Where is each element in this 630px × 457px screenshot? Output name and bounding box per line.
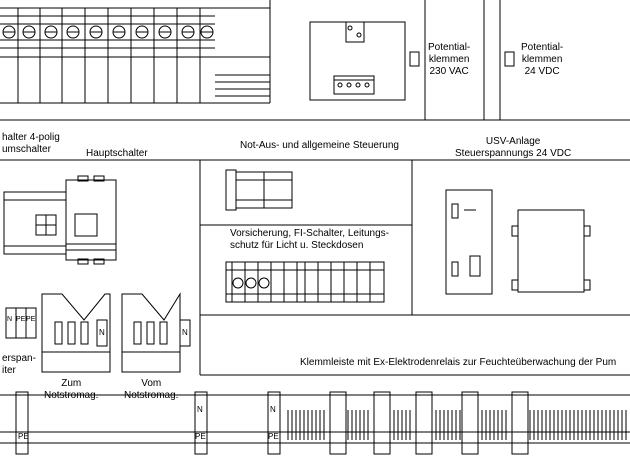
- npe-label-3: PE: [26, 316, 36, 323]
- mcb-terminals: [2, 25, 214, 39]
- label-klemmleiste: Klemmleiste mit Ex-Elektrodenrelais zur …: [300, 357, 617, 368]
- label-zum-notstromag: Zum Notstromag.: [44, 378, 99, 401]
- n-mark-zum: N: [99, 328, 105, 337]
- pe-mark-3: PE: [268, 432, 279, 441]
- n-mark-rail-2: N: [270, 405, 276, 414]
- label-potential-24: Potential- klemmen 24 VDC: [521, 42, 564, 77]
- switch-vom-notstromag: [121, 292, 191, 373]
- terminal-rail: [0, 391, 630, 455]
- npe-label-1: N: [7, 316, 13, 323]
- npe-label-2: PE: [16, 316, 26, 323]
- label-hauptschalter: Hauptschalter: [86, 148, 148, 159]
- label-potential-230: Potential- klemmen 230 VAC: [428, 42, 471, 77]
- label-left-terminal: erspan- iter: [2, 353, 36, 376]
- emergency-stop-controls: [200, 169, 412, 226]
- pe-mark-2: PE: [195, 432, 206, 441]
- ups-unit: [445, 189, 591, 295]
- mcb-row: [0, 0, 271, 104]
- n-mark-vom: N: [182, 328, 188, 337]
- label-vom-notstromag: Vom Notstromag.: [124, 378, 179, 401]
- label-left-switch: halter 4-polig umschalter: [2, 132, 60, 155]
- fuse-breaker-row: [225, 261, 385, 303]
- label-vorsicherung: Vorsicherung, FI-Schalter, Leitungs- sch…: [230, 228, 389, 251]
- potential-terminals-24vdc: [483, 0, 515, 120]
- label-not-aus: Not-Aus- und allgemeine Steuerung: [240, 140, 399, 151]
- n-mark-rail-1: N: [197, 405, 203, 414]
- pe-mark-1: PE: [18, 432, 29, 441]
- label-usv: USV-Anlage Steuerspannungs 24 VDC: [455, 136, 572, 159]
- switch-zum-notstromag: [41, 293, 111, 373]
- small-terminal-block: [5, 307, 37, 339]
- main-switch: [3, 175, 117, 265]
- power-supply-unit: [309, 0, 426, 120]
